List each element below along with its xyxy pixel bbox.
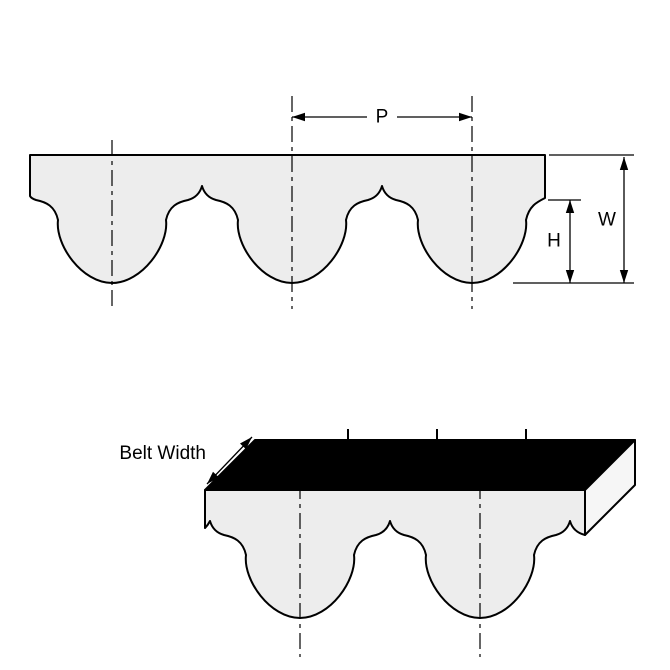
- belt-end-face: [584, 439, 636, 536]
- belt-3d-view: Belt Width: [119, 429, 636, 657]
- pitch-label: P: [376, 107, 389, 128]
- arrowhead-left-icon: [292, 112, 305, 122]
- belt-front-profile: [204, 489, 586, 619]
- belt-top-surface: [204, 439, 636, 491]
- belt-width-label: Belt Width: [119, 443, 206, 464]
- arrowhead-up-icon: [565, 200, 575, 213]
- arrowhead-down-icon: [565, 270, 575, 283]
- overall-depth-dimension: W: [598, 157, 629, 283]
- arrowhead-down-icon: [619, 270, 629, 283]
- belt-cross-section-profile: [29, 154, 546, 284]
- arrowhead-upper-icon: [240, 437, 252, 450]
- arrowhead-up-icon: [619, 157, 629, 170]
- pitch-dimension: P: [292, 107, 472, 128]
- arrowhead-right-icon: [459, 112, 472, 122]
- overall-depth-label: W: [598, 210, 616, 231]
- belt-profile-side-view: P W H: [29, 96, 634, 309]
- arrowhead-lower-icon: [207, 471, 219, 484]
- tooth-height-dimension: H: [547, 200, 575, 283]
- belt-width-dimension: Belt Width: [119, 436, 253, 485]
- tooth-height-label: H: [547, 231, 561, 252]
